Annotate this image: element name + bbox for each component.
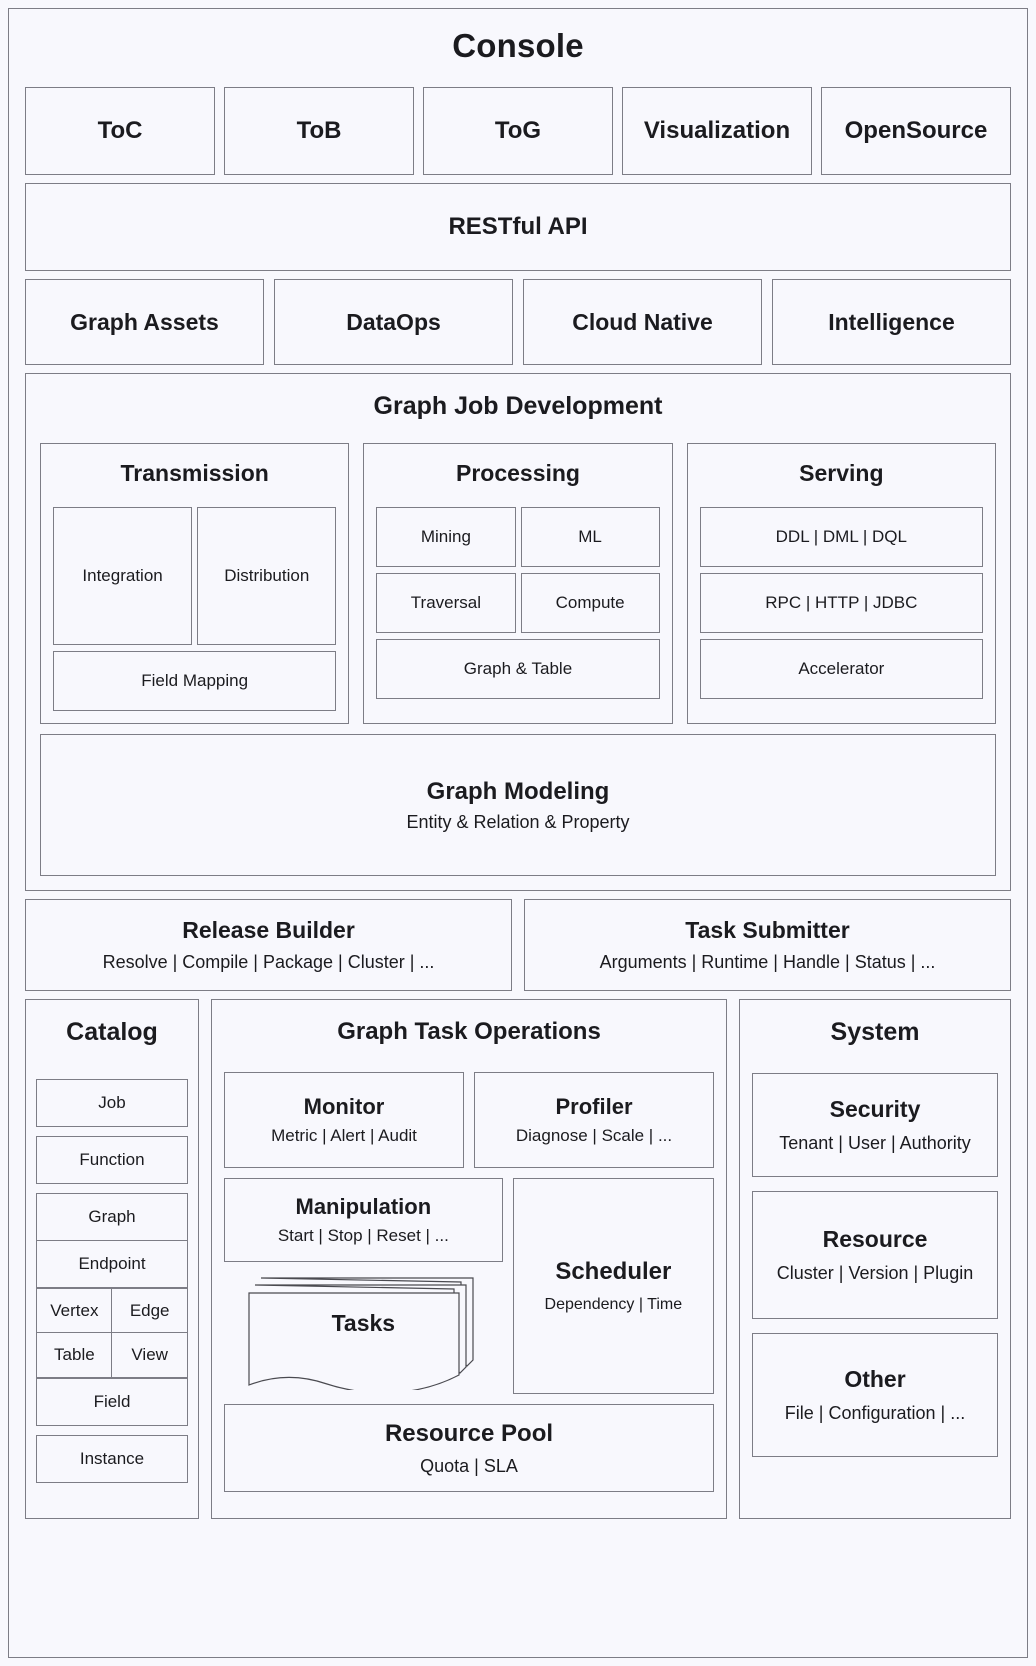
other-subtitle: File | Configuration | ... xyxy=(784,1403,966,1423)
serving-protocols[interactable]: RPC | HTTP | JDBC xyxy=(699,573,983,633)
channel-tob[interactable]: ToB xyxy=(224,87,414,175)
resource-box[interactable]: Resource Cluster | Version | Plugin xyxy=(752,1191,998,1319)
processing-compute[interactable]: Compute xyxy=(520,573,660,633)
catalog-title: Catalog xyxy=(66,1018,158,1046)
catalog-split-table-view: Table View xyxy=(36,1332,189,1379)
other-title: Other xyxy=(844,1366,906,1392)
manipulation-subtitle: Start | Stop | Reset | ... xyxy=(277,1226,449,1245)
catalog-item-vertex[interactable]: Vertex xyxy=(36,1287,113,1334)
processing-row-1: Mining ML xyxy=(376,507,660,567)
bottom-row: Catalog Job Function Graph Endpoint Vert… xyxy=(25,999,1011,1519)
channel-tog[interactable]: ToG xyxy=(423,87,613,175)
manipulation-tasks-column: Manipulation Start | Stop | Reset | ... … xyxy=(224,1178,503,1394)
monitor-box[interactable]: Monitor Metric | Alert | Audit xyxy=(224,1072,464,1168)
resource-pool-title: Resource Pool xyxy=(384,1419,554,1447)
processing-mining[interactable]: Mining xyxy=(376,507,516,567)
transmission-group: Transmission Integration Distribution Fi… xyxy=(40,443,350,724)
graph-modeling-title: Graph Modeling xyxy=(426,777,610,805)
monitor-profiler-row: Monitor Metric | Alert | Audit Profiler … xyxy=(224,1072,714,1168)
catalog-item-instance[interactable]: Instance xyxy=(36,1435,188,1484)
restful-api-layer[interactable]: RESTful API xyxy=(25,183,1011,271)
profiler-subtitle: Diagnose | Scale | ... xyxy=(515,1126,673,1145)
tasks-stack[interactable]: Tasks xyxy=(224,1272,503,1394)
transmission-integration[interactable]: Integration xyxy=(53,507,193,645)
catalog-item-table[interactable]: Table xyxy=(36,1332,113,1379)
monitor-subtitle: Metric | Alert | Audit xyxy=(271,1126,417,1145)
resource-title: Resource xyxy=(822,1226,928,1252)
profiler-box[interactable]: Profiler Diagnose | Scale | ... xyxy=(474,1072,714,1168)
graph-job-development-section: Graph Job Development Transmission Integ… xyxy=(25,373,1011,891)
catalog-item-field[interactable]: Field xyxy=(36,1378,188,1427)
catalog-spacer-1 xyxy=(36,1127,188,1136)
serving-languages[interactable]: DDL | DML | DQL xyxy=(699,507,983,567)
catalog-item-endpoint[interactable]: Endpoint xyxy=(36,1239,188,1288)
task-submitter-title: Task Submitter xyxy=(685,917,850,943)
scheduler-title: Scheduler xyxy=(555,1258,672,1285)
security-subtitle: Tenant | User | Authority xyxy=(779,1133,971,1153)
transmission-distribution[interactable]: Distribution xyxy=(197,507,337,645)
other-box[interactable]: Other File | Configuration | ... xyxy=(752,1333,998,1457)
graph-job-development-title: Graph Job Development xyxy=(373,392,663,420)
processing-group: Processing Mining ML Traversal Compute G… xyxy=(363,443,673,724)
platform-row: Graph Assets DataOps Cloud Native Intell… xyxy=(25,279,1011,365)
manipulation-scheduler-row: Manipulation Start | Stop | Reset | ... … xyxy=(224,1178,714,1394)
platform-graph-assets[interactable]: Graph Assets xyxy=(25,279,264,365)
catalog-split-vertex-edge: Vertex Edge xyxy=(36,1287,189,1334)
tasks-document-icon xyxy=(248,1277,474,1390)
page-title: Console xyxy=(452,27,584,64)
channel-visualization[interactable]: Visualization xyxy=(622,87,812,175)
manipulation-title: Manipulation xyxy=(295,1194,432,1219)
profiler-title: Profiler xyxy=(555,1094,633,1119)
processing-traversal[interactable]: Traversal xyxy=(376,573,516,633)
channel-row: ToC ToB ToG Visualization OpenSource xyxy=(25,87,1011,175)
release-builder-subtitle: Resolve | Compile | Package | Cluster | … xyxy=(102,952,435,972)
processing-row-2: Traversal Compute xyxy=(376,573,660,633)
catalog-item-function[interactable]: Function xyxy=(36,1136,188,1184)
platform-dataops[interactable]: DataOps xyxy=(274,279,513,365)
console-container: Console ToC ToB ToG Visualization OpenSo… xyxy=(8,8,1028,1658)
processing-title: Processing xyxy=(455,460,580,486)
platform-intelligence[interactable]: Intelligence xyxy=(772,279,1011,365)
catalog-item-graph[interactable]: Graph xyxy=(36,1193,188,1241)
catalog-item-job[interactable]: Job xyxy=(36,1079,188,1127)
catalog-item-edge[interactable]: Edge xyxy=(111,1287,189,1334)
resource-subtitle: Cluster | Version | Plugin xyxy=(776,1263,974,1283)
graph-modeling-subtitle: Entity & Relation & Property xyxy=(406,811,630,832)
release-builder-title: Release Builder xyxy=(182,917,355,943)
catalog-item-view[interactable]: View xyxy=(111,1332,189,1379)
serving-group: Serving DDL | DML | DQL RPC | HTTP | JDB… xyxy=(686,443,996,724)
system-title: System xyxy=(830,1018,920,1046)
security-title: Security xyxy=(829,1096,921,1122)
release-builder-box[interactable]: Release Builder Resolve | Compile | Pack… xyxy=(25,899,512,991)
catalog-spacer-2 xyxy=(36,1184,188,1193)
graph-modeling-box[interactable]: Graph Modeling Entity & Relation & Prope… xyxy=(40,734,996,876)
security-box[interactable]: Security Tenant | User | Authority xyxy=(752,1073,998,1177)
task-submitter-box[interactable]: Task Submitter Arguments | Runtime | Han… xyxy=(524,899,1011,991)
catalog-stack: Graph Endpoint Vertex Edge Table View Fi… xyxy=(36,1193,189,1427)
task-submitter-subtitle: Arguments | Runtime | Handle | Status | … xyxy=(599,952,936,972)
resource-pool-subtitle: Quota | SLA xyxy=(420,1455,518,1476)
graph-task-operations-title: Graph Task Operations xyxy=(337,1018,601,1045)
channel-opensource[interactable]: OpenSource xyxy=(821,87,1011,175)
processing-graph-table[interactable]: Graph & Table xyxy=(376,639,660,699)
system-group: System Security Tenant | User | Authorit… xyxy=(739,999,1011,1519)
platform-cloud-native[interactable]: Cloud Native xyxy=(523,279,762,365)
scheduler-box[interactable]: Scheduler Dependency | Time xyxy=(512,1178,714,1394)
scheduler-subtitle: Dependency | Time xyxy=(544,1296,683,1313)
graph-task-operations-group: Graph Task Operations Monitor Metric | A… xyxy=(211,999,727,1519)
resource-pool-box[interactable]: Resource Pool Quota | SLA xyxy=(224,1404,714,1492)
graph-job-development-columns: Transmission Integration Distribution Fi… xyxy=(40,443,996,724)
builder-submitter-row: Release Builder Resolve | Compile | Pack… xyxy=(25,899,1011,991)
transmission-title: Transmission xyxy=(120,460,269,486)
catalog-group: Catalog Job Function Graph Endpoint Vert… xyxy=(25,999,199,1519)
processing-ml[interactable]: ML xyxy=(520,507,660,567)
serving-title: Serving xyxy=(799,460,884,486)
transmission-field-mapping[interactable]: Field Mapping xyxy=(53,651,337,711)
serving-accelerator[interactable]: Accelerator xyxy=(699,639,983,699)
monitor-title: Monitor xyxy=(303,1094,385,1119)
channel-toc[interactable]: ToC xyxy=(25,87,215,175)
transmission-pair-row: Integration Distribution xyxy=(53,507,337,645)
manipulation-box[interactable]: Manipulation Start | Stop | Reset | ... xyxy=(224,1178,503,1262)
catalog-spacer-3 xyxy=(36,1426,188,1435)
